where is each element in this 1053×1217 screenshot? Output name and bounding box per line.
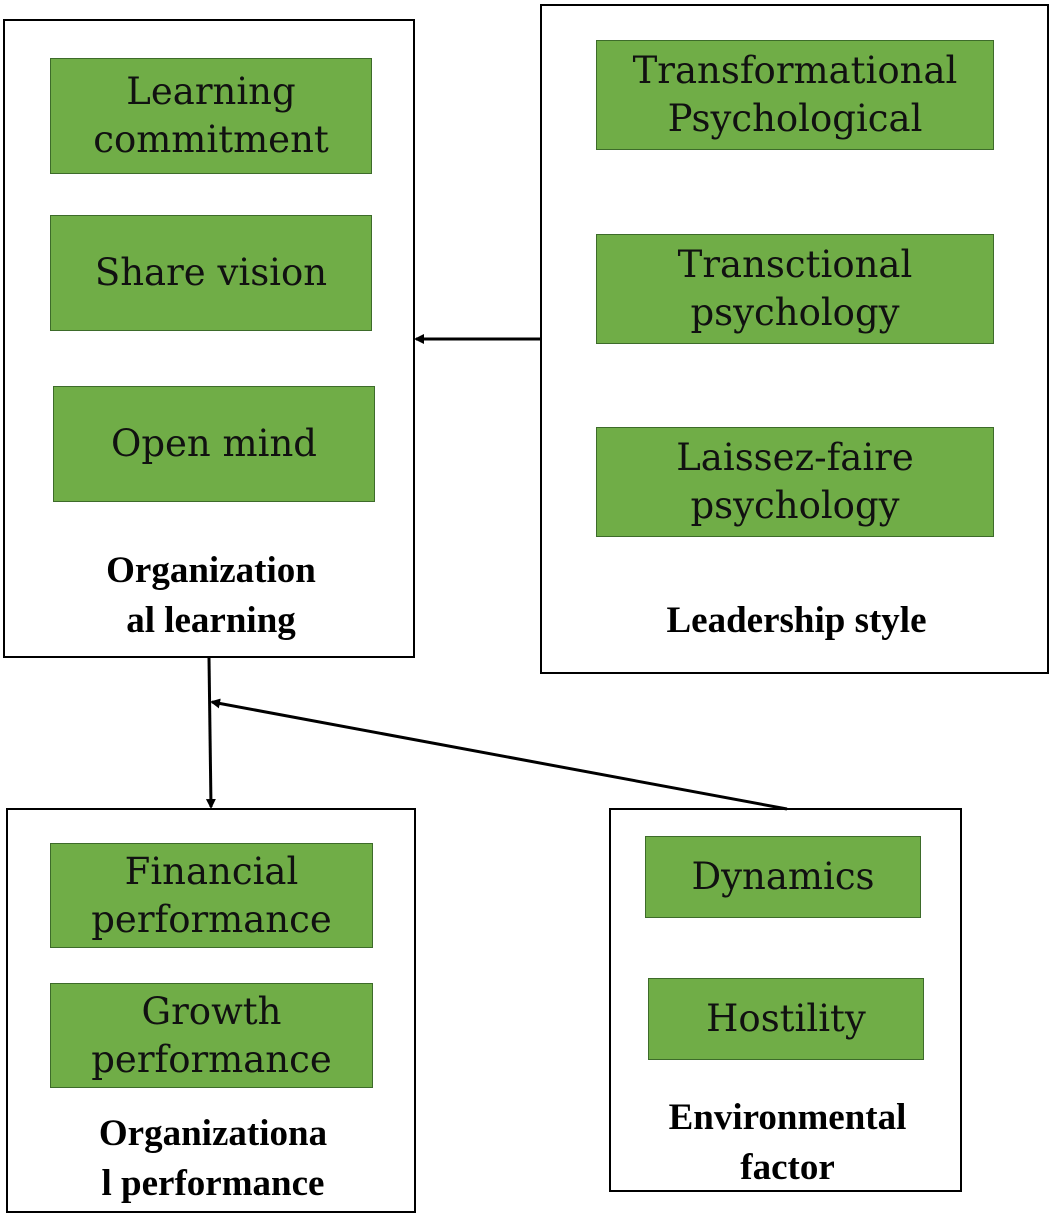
- dynamics-box: Dynamics: [645, 836, 921, 918]
- environment-to-link-arrow: [210, 698, 788, 811]
- laissez-faire-psychology-box: Laissez-faire psychology: [596, 427, 994, 537]
- organizational-performance-label: Organizationa l performance: [98, 1113, 328, 1204]
- learning-commitment-box: Learning commitment: [50, 58, 372, 174]
- leadership-style-group: Transformational Psychological Transctio…: [540, 4, 1049, 674]
- hostility-box: Hostility: [648, 978, 924, 1060]
- organizational-learning-label: Organization al learning: [106, 550, 316, 641]
- transactional-psychology-box: Transctional psychology: [596, 234, 994, 344]
- environmental-factor-group: Dynamics Hostility Environmental factor: [609, 808, 962, 1192]
- learning-to-performance-arrow: [205, 657, 216, 809]
- financial-performance-box: Financial performance: [50, 843, 373, 948]
- leadership-style-label: Leadership style: [666, 600, 927, 641]
- share-vision-box: Share vision: [50, 215, 372, 331]
- open-mind-box: Open mind: [53, 386, 375, 502]
- growth-performance-box: Growth performance: [50, 983, 373, 1088]
- organizational-learning-group: Learning commitment Share vision Open mi…: [3, 19, 415, 658]
- organizational-performance-group: Financial performance Growth performance…: [6, 808, 416, 1213]
- environmental-factor-label: Environmental factor: [668, 1097, 907, 1188]
- transformational-psychological-box: Transformational Psychological: [596, 40, 994, 150]
